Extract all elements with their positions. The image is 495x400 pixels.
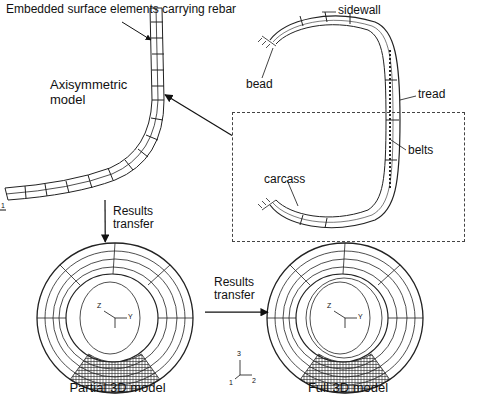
part-name: tread <box>418 88 445 101</box>
axis-label: Y <box>358 313 363 321</box>
tire-cross-section <box>258 12 400 228</box>
leader-line <box>122 22 151 40</box>
part-name: sidewall <box>338 4 381 17</box>
model-region: Full 3D model <box>268 242 428 398</box>
axis-label: Z <box>97 302 101 310</box>
part-name: belts <box>408 144 433 157</box>
axis-label: 2 <box>252 377 256 385</box>
part-name: bead <box>246 78 273 91</box>
transfer-arrow <box>104 200 105 242</box>
axis-label: 1 <box>1 202 5 210</box>
model-region: Axisymmetric model <box>5 70 165 200</box>
leader-lines <box>262 12 416 206</box>
edge-label: Results transfer <box>214 276 270 303</box>
axis-label: Z <box>327 302 331 310</box>
axis-tick <box>0 210 6 211</box>
full-3d-tire <box>267 243 423 393</box>
model-caption: Axisymmetric model <box>50 78 162 107</box>
callout-text: Embedded surface elements carrying rebar <box>6 3 236 16</box>
axis-label: Y <box>128 313 133 321</box>
model-caption: carcass <box>264 173 334 186</box>
axis-triad <box>235 360 252 379</box>
model-caption: Partial 3D model <box>30 381 205 396</box>
model-caption: Full 3D model <box>268 381 428 396</box>
partial-3d-tire <box>37 243 193 393</box>
transfer-arrow <box>165 95 232 136</box>
edge-label: Results transfer <box>113 205 169 232</box>
axis-label: 3 <box>237 350 241 358</box>
transfer-arrow <box>205 312 268 313</box>
axis-label: 1 <box>229 379 233 387</box>
model-region: Partial 3D model <box>30 242 205 398</box>
axisymmetric-mesh <box>5 8 164 200</box>
dashed-region: carcass <box>232 112 465 242</box>
